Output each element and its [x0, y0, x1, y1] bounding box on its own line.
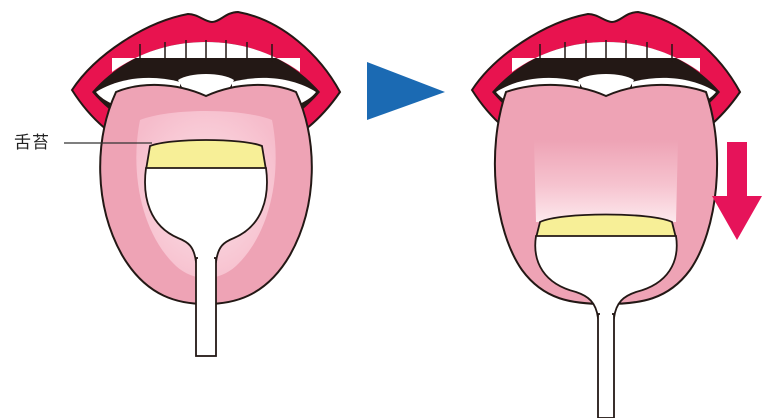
right-scraper-handle: [598, 314, 614, 418]
right-mouth-illustration: [472, 12, 740, 418]
tongue-coating-label: 舌苔: [14, 128, 50, 153]
next-step-arrow-icon: [367, 62, 445, 120]
right-tongue-coating: [536, 215, 676, 239]
left-mouth-illustration: [64, 12, 340, 356]
right-scraper-head: [535, 236, 676, 318]
left-scraper-handle: [196, 258, 216, 356]
left-tongue-coating: [146, 140, 266, 170]
scrape-direction-down-arrow-icon: [712, 142, 762, 240]
